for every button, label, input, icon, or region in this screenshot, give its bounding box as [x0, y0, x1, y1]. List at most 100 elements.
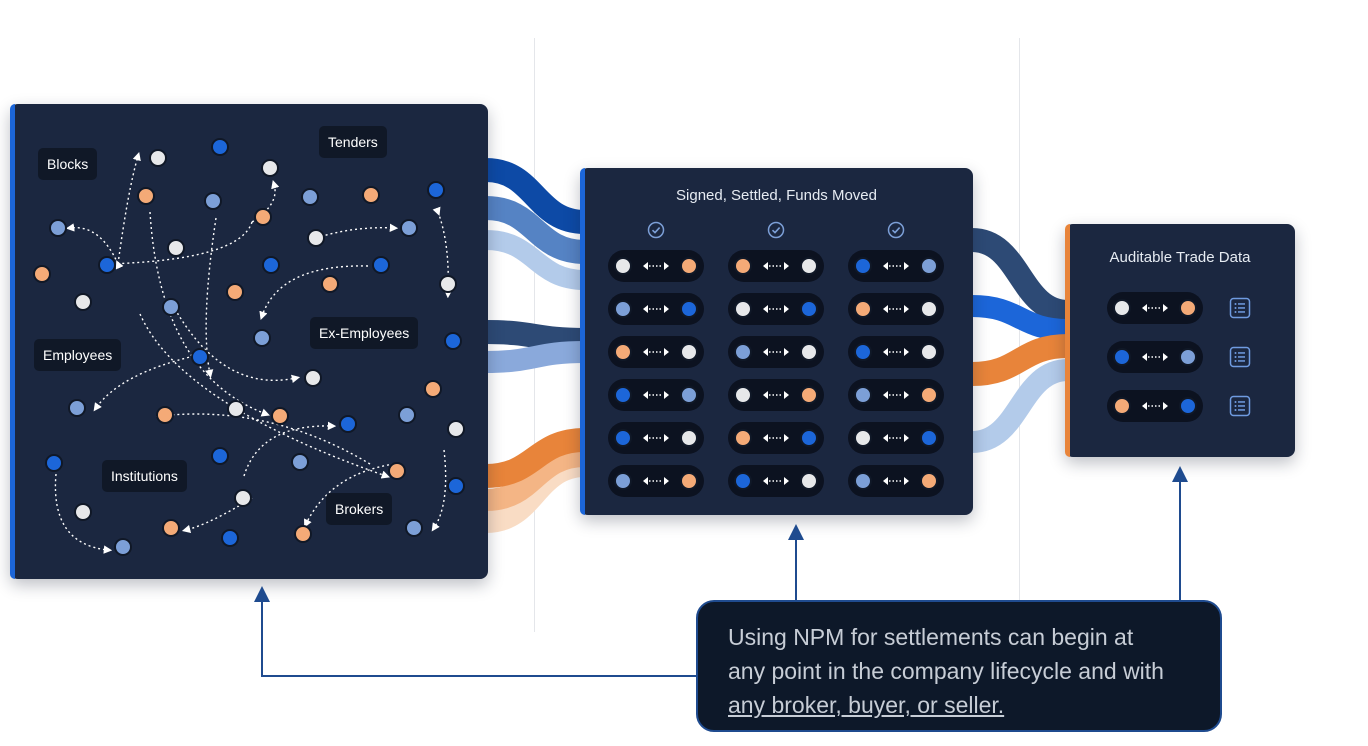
transaction-pill [848, 422, 944, 454]
bidirectional-arrow-icon [881, 345, 911, 359]
transaction-pill [848, 293, 944, 325]
document-list-icon[interactable] [1229, 395, 1251, 417]
party-node [800, 429, 818, 447]
party-node [1113, 348, 1131, 366]
party-node [920, 257, 938, 275]
party-node [734, 386, 752, 404]
panel-accent [10, 104, 15, 579]
transaction-pill [1107, 341, 1203, 373]
bidirectional-arrow-icon [761, 302, 791, 316]
party-node [680, 343, 698, 361]
party-node [1179, 299, 1197, 317]
party-node [614, 429, 632, 447]
network-graph [33, 138, 465, 556]
transaction-pill [1107, 292, 1203, 324]
document-list-icon[interactable] [1229, 297, 1251, 319]
bidirectional-arrow-icon [761, 259, 791, 273]
party-node [800, 300, 818, 318]
party-node [680, 429, 698, 447]
party-node [854, 472, 872, 490]
transaction-pill [728, 379, 824, 411]
party-node [800, 257, 818, 275]
document-list-icon[interactable] [1229, 346, 1251, 368]
bidirectional-arrow-icon [881, 259, 911, 273]
party-node [614, 300, 632, 318]
party-node [854, 257, 872, 275]
party-node [734, 343, 752, 361]
party-node [680, 300, 698, 318]
party-node [920, 386, 938, 404]
party-node [920, 429, 938, 447]
transaction-pill [608, 422, 704, 454]
party-node [614, 257, 632, 275]
callout-line-2: any point in the company lifecycle and w… [728, 658, 1164, 684]
transaction-pill [608, 379, 704, 411]
label-institutions: Institutions [102, 460, 187, 492]
network-panel: Blocks Tenders Employees Ex-Employees In… [10, 104, 488, 579]
party-node [920, 343, 938, 361]
party-node [800, 472, 818, 490]
transaction-pill [848, 336, 944, 368]
party-node [614, 386, 632, 404]
party-node [800, 386, 818, 404]
settlement-title: Signed, Settled, Funds Moved [676, 187, 877, 204]
party-node [1179, 348, 1197, 366]
transaction-pill [728, 422, 824, 454]
party-node [680, 257, 698, 275]
label-brokers: Brokers [326, 493, 393, 525]
party-node [614, 472, 632, 490]
transaction-pill [848, 379, 944, 411]
party-node [854, 343, 872, 361]
transaction-pill [848, 250, 944, 282]
party-node [734, 429, 752, 447]
transaction-pill [728, 250, 824, 282]
transaction-pill [728, 293, 824, 325]
transaction-pill [608, 293, 704, 325]
bidirectional-arrow-icon [641, 474, 671, 488]
bidirectional-arrow-icon [761, 474, 791, 488]
party-node [1179, 397, 1197, 415]
bidirectional-arrow-icon [1140, 301, 1170, 315]
settlement-panel: Signed, Settled, Funds Moved [580, 168, 973, 515]
bidirectional-arrow-icon [641, 388, 671, 402]
panel-accent [1065, 224, 1070, 457]
party-node [1113, 299, 1131, 317]
transaction-pill [608, 336, 704, 368]
party-node [920, 300, 938, 318]
label-tenders: Tenders [319, 126, 387, 158]
party-node [734, 257, 752, 275]
transaction-pill [608, 250, 704, 282]
label-ex-employees: Ex-Employees [310, 317, 419, 349]
audit-panel: Auditable Trade Data [1065, 224, 1295, 457]
callout-link[interactable]: any broker, buyer, or seller. [728, 692, 1005, 718]
party-node [854, 386, 872, 404]
transaction-pill [728, 336, 824, 368]
bidirectional-arrow-icon [641, 431, 671, 445]
bidirectional-arrow-icon [641, 302, 671, 316]
transaction-pill [1107, 390, 1203, 422]
bidirectional-arrow-icon [881, 302, 911, 316]
party-node [734, 472, 752, 490]
party-node [854, 300, 872, 318]
party-node [680, 386, 698, 404]
party-node [614, 343, 632, 361]
transaction-pill [848, 465, 944, 497]
bidirectional-arrow-icon [641, 345, 671, 359]
transaction-pill [608, 465, 704, 497]
party-node [734, 300, 752, 318]
party-node [920, 472, 938, 490]
callout-box: Using NPM for settlements can begin at a… [696, 600, 1222, 732]
panel-accent [580, 168, 585, 515]
check-circle-icon [767, 221, 785, 239]
bidirectional-arrow-icon [761, 345, 791, 359]
party-node [680, 472, 698, 490]
party-node [800, 343, 818, 361]
check-circle-icon [887, 221, 905, 239]
bidirectional-arrow-icon [881, 388, 911, 402]
bidirectional-arrow-icon [761, 431, 791, 445]
transaction-pill [728, 465, 824, 497]
bidirectional-arrow-icon [641, 259, 671, 273]
callout-line-1: Using NPM for settlements can begin at [728, 624, 1134, 650]
bidirectional-arrow-icon [1140, 399, 1170, 413]
